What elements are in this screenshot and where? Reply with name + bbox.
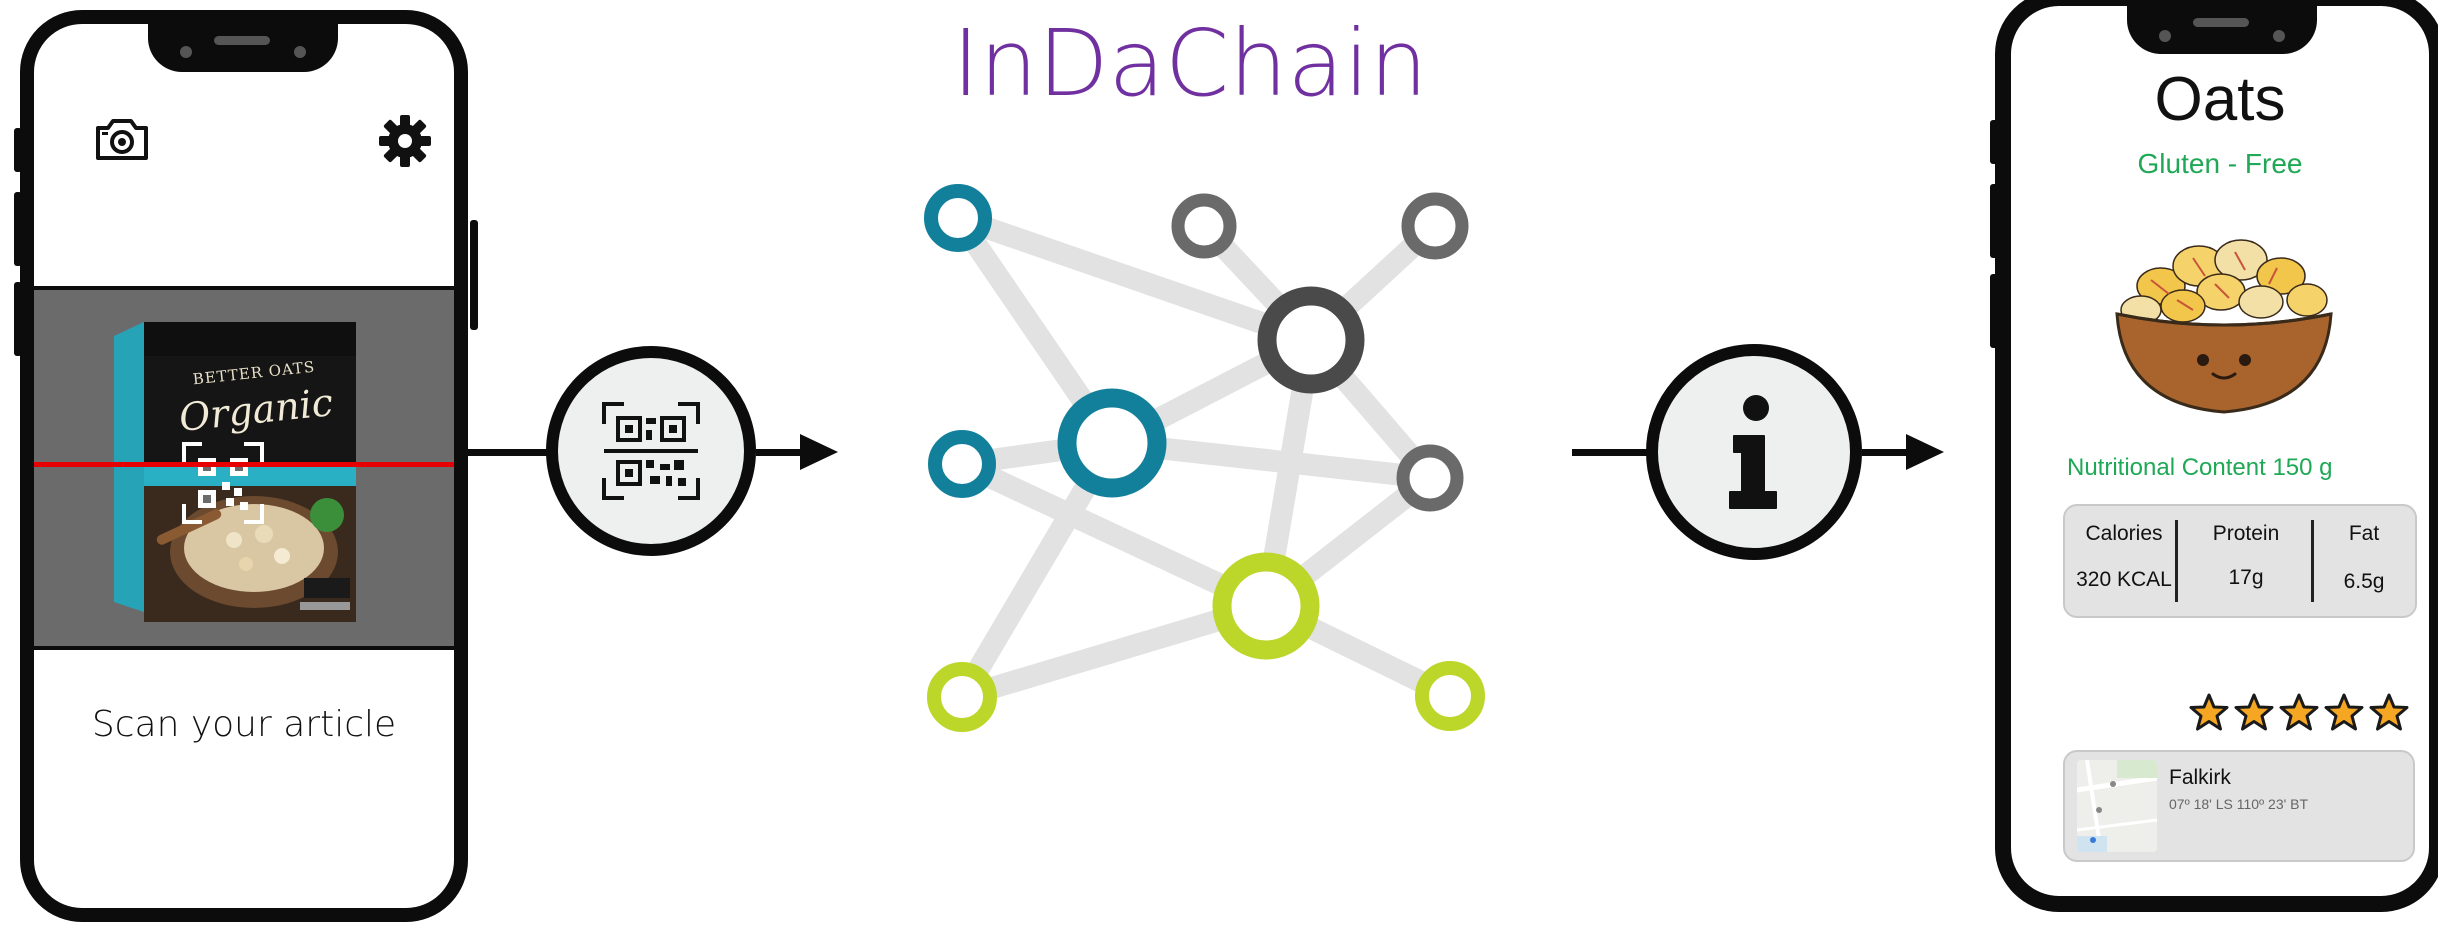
- camera-viewfinder[interactable]: BETTER OATS Organic: [34, 286, 454, 650]
- gear-icon[interactable]: [378, 114, 432, 168]
- nutrition-label: Fat: [2348, 522, 2380, 545]
- arrow-right-icon: [1906, 434, 1944, 470]
- product-title: Oats: [2154, 65, 2286, 134]
- scan-line: [34, 462, 454, 467]
- info-step-node: [1646, 344, 1862, 560]
- nutrition-divider: [2311, 520, 2314, 602]
- qr-code-icon: [602, 402, 700, 500]
- network-edge: [947, 207, 1322, 351]
- map-pin-icon: [2110, 781, 2116, 787]
- location-name: Falkirk: [2169, 766, 2231, 789]
- nutrition-label: Calories: [2085, 522, 2163, 545]
- speaker-grille: [2193, 18, 2249, 27]
- network-edge: [951, 453, 1277, 617]
- phone-side-button: [14, 128, 22, 172]
- nutrition-cell-protein: Protein 17g: [2181, 516, 2311, 608]
- network-node-gray: [1396, 444, 1464, 512]
- nutrition-value: 6.5g: [2343, 570, 2385, 593]
- network-node-gray: [1171, 193, 1237, 259]
- front-sensor: [2273, 30, 2285, 42]
- connector-line: [468, 449, 548, 456]
- phone-notch: [2127, 2, 2317, 54]
- star-icon[interactable]: [2324, 692, 2364, 732]
- front-sensor: [294, 46, 306, 58]
- location-card[interactable]: Falkirk 07º 18' LS 110º 23' BT: [2063, 750, 2415, 862]
- phone-side-button: [14, 192, 22, 266]
- map-pin-icon: [2090, 837, 2096, 843]
- nutrition-value: 320 KCAL: [2076, 568, 2172, 591]
- nutrition-divider: [2175, 520, 2178, 602]
- star-icon[interactable]: [2189, 692, 2229, 732]
- nutrition-label: Protein: [2212, 522, 2280, 545]
- nutrition-value: 17g: [2228, 566, 2264, 589]
- info-phone: Oats Gluten - Free Nut: [1995, 0, 2438, 912]
- nutrition-cell-calories: Calories 320 KCAL: [2071, 516, 2177, 608]
- phone-side-button: [14, 282, 22, 356]
- phone-side-button: [470, 220, 478, 330]
- info-icon: [1718, 394, 1790, 510]
- network-node-darkgray: [1257, 286, 1365, 394]
- camera-icon[interactable]: [94, 116, 150, 162]
- blockchain-network: [924, 184, 1485, 732]
- network-node-teal: [924, 184, 992, 252]
- network-node-lime: [927, 662, 997, 732]
- front-camera: [180, 46, 192, 58]
- star-rating[interactable]: [2189, 692, 2419, 736]
- qr-code-icon: [182, 442, 264, 524]
- scanner-phone-screen: BETTER OATS Organic: [34, 24, 454, 908]
- network-node-teal: [928, 430, 996, 498]
- network-node-lime: [1415, 661, 1485, 731]
- network-node-teal: [1057, 388, 1167, 498]
- brand-title: InDaChain: [952, 10, 1428, 117]
- star-icon[interactable]: [2369, 692, 2409, 732]
- nutrition-cell-fat: Fat 6.5g: [2317, 516, 2411, 608]
- phone-side-button: [1990, 120, 1998, 164]
- location-coordinates: 07º 18' LS 110º 23' BT: [2169, 796, 2309, 812]
- product-box: BETTER OATS Organic: [114, 312, 362, 622]
- product-tag: Gluten - Free: [2137, 148, 2303, 179]
- star-icon[interactable]: [2279, 692, 2319, 732]
- map-thumbnail: [2077, 760, 2157, 852]
- scan-prompt: Scan your article: [91, 704, 397, 745]
- nutrition-table: Calories 320 KCAL Protein 17g Fat 6.5g: [2063, 504, 2417, 618]
- connector-line: [1862, 449, 1912, 456]
- oats-bowl-illustration: [2111, 226, 2337, 416]
- star-icon[interactable]: [2234, 692, 2274, 732]
- connector-line: [1572, 449, 1652, 456]
- nutrition-title: Nutritional Content 150 g: [2067, 454, 2333, 481]
- speaker-grille: [214, 36, 270, 45]
- network-edges: [947, 207, 1461, 708]
- front-camera: [2159, 30, 2171, 42]
- scanner-phone: BETTER OATS Organic: [20, 10, 468, 922]
- arrow-right-icon: [800, 434, 838, 470]
- phone-side-button: [1990, 184, 1998, 258]
- map-pin-icon: [2096, 807, 2102, 813]
- network-node-lime: [1212, 552, 1320, 660]
- scan-step-node: [546, 346, 756, 556]
- connector-line: [756, 449, 806, 456]
- phone-side-button: [1990, 274, 1998, 348]
- phone-notch: [148, 24, 338, 72]
- network-nodes: [924, 184, 1485, 732]
- network-node-gray: [1401, 192, 1469, 260]
